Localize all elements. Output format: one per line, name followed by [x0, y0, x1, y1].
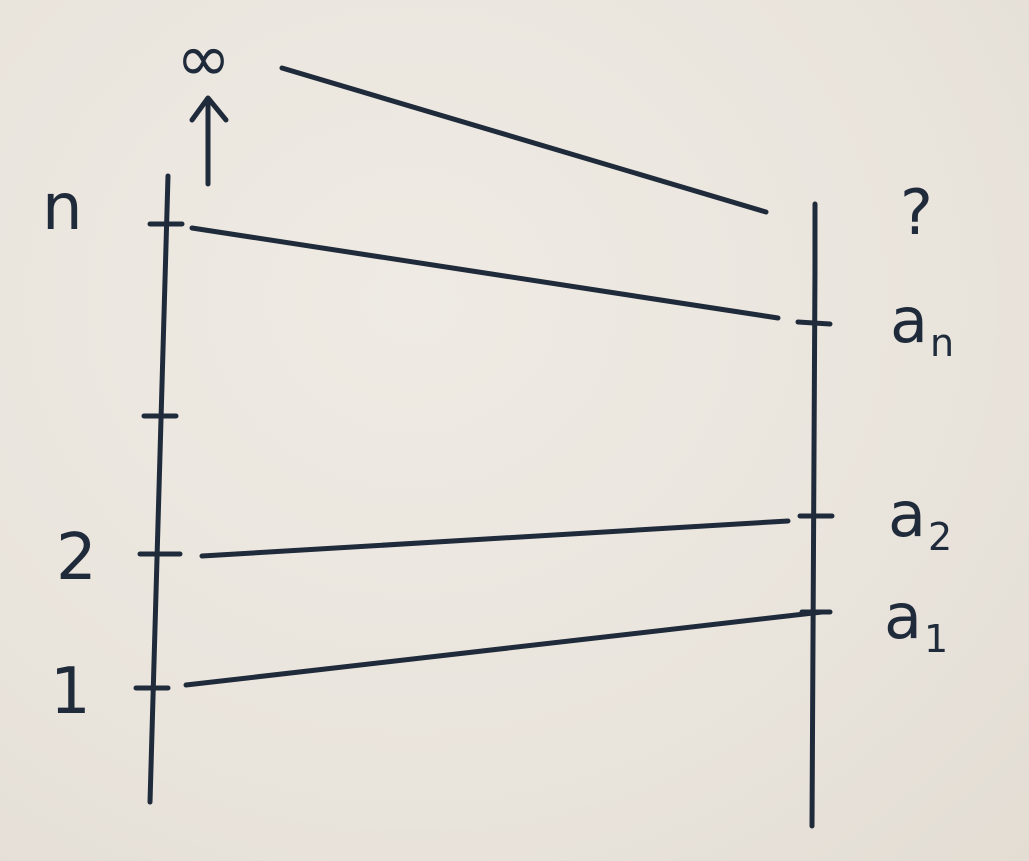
map-line-infinity [279, 65, 769, 215]
label-an-base: a [890, 284, 928, 357]
label-unknown: ? [900, 176, 933, 249]
left-axis-line [147, 173, 171, 805]
right-tick-an [795, 319, 833, 327]
label-infinity: ∞ [176, 20, 231, 97]
label-a1: a1 [884, 586, 948, 659]
label-a2-base: a [888, 478, 926, 551]
label-an-sub: n [930, 321, 955, 365]
label-a2: a2 [888, 484, 952, 557]
label-an: an [890, 290, 954, 363]
right-axis-line [809, 201, 818, 829]
label-two: 2 [56, 521, 97, 595]
label-a1-sub: 1 [924, 617, 949, 661]
label-one: 1 [50, 655, 91, 729]
label-n: n [42, 171, 83, 245]
map-line-one [183, 609, 825, 688]
label-a2-sub: 2 [928, 515, 953, 559]
label-a1-base: a [884, 580, 922, 653]
map-line-two [199, 518, 791, 559]
arrow-head [189, 95, 229, 123]
map-line-n [189, 225, 781, 321]
